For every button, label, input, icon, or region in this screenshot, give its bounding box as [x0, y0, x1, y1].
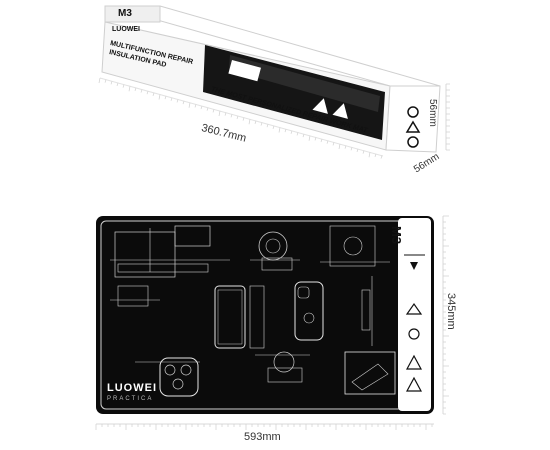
mat-width-label: 593mm [244, 431, 281, 443]
box-brand: LUOWEI [112, 26, 140, 33]
mat-brand-sub: PRACTICA [107, 396, 154, 402]
box-model: M3 [118, 8, 132, 19]
mat-height-label: 345mm [445, 293, 457, 330]
mat-brand: LUOWEI [107, 382, 157, 394]
box-height-label: 56mm [427, 99, 438, 127]
mat-model: M3 [389, 226, 404, 245]
